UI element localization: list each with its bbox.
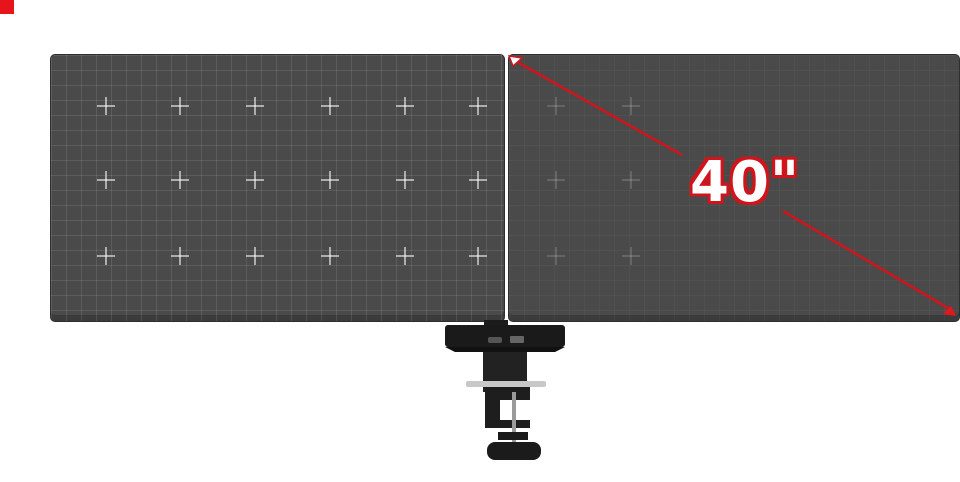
crosshair-icon	[321, 171, 339, 189]
crosshair-icon	[171, 171, 189, 189]
crosshair-icon	[469, 247, 487, 265]
crosshair-icon	[622, 247, 640, 265]
clamp-knob-icon	[487, 442, 541, 460]
crosshair-icon	[547, 247, 565, 265]
crosshair-icon	[97, 97, 115, 115]
screen-size-label: 40"	[690, 150, 801, 215]
crosshair-icon	[171, 247, 189, 265]
crosshair-icon	[396, 97, 414, 115]
crosshair-icon	[171, 97, 189, 115]
usb-c-port-icon	[488, 337, 502, 343]
crosshair-icon	[246, 247, 264, 265]
crosshair-icon	[97, 171, 115, 189]
brand-corner-mark	[0, 0, 14, 14]
left-monitor	[50, 54, 505, 322]
crosshair-icon	[469, 97, 487, 115]
crosshair-icon	[469, 171, 487, 189]
crosshair-icon	[622, 171, 640, 189]
crosshair-icon	[321, 247, 339, 265]
crosshair-icon	[396, 247, 414, 265]
usb-a-port-icon	[510, 336, 524, 343]
left-screen-grid	[51, 55, 504, 321]
crosshair-icon	[97, 247, 115, 265]
crosshair-icon	[547, 171, 565, 189]
crosshair-icon	[246, 171, 264, 189]
crosshair-icon	[321, 97, 339, 115]
crosshair-icon	[246, 97, 264, 115]
crosshair-icon	[396, 171, 414, 189]
